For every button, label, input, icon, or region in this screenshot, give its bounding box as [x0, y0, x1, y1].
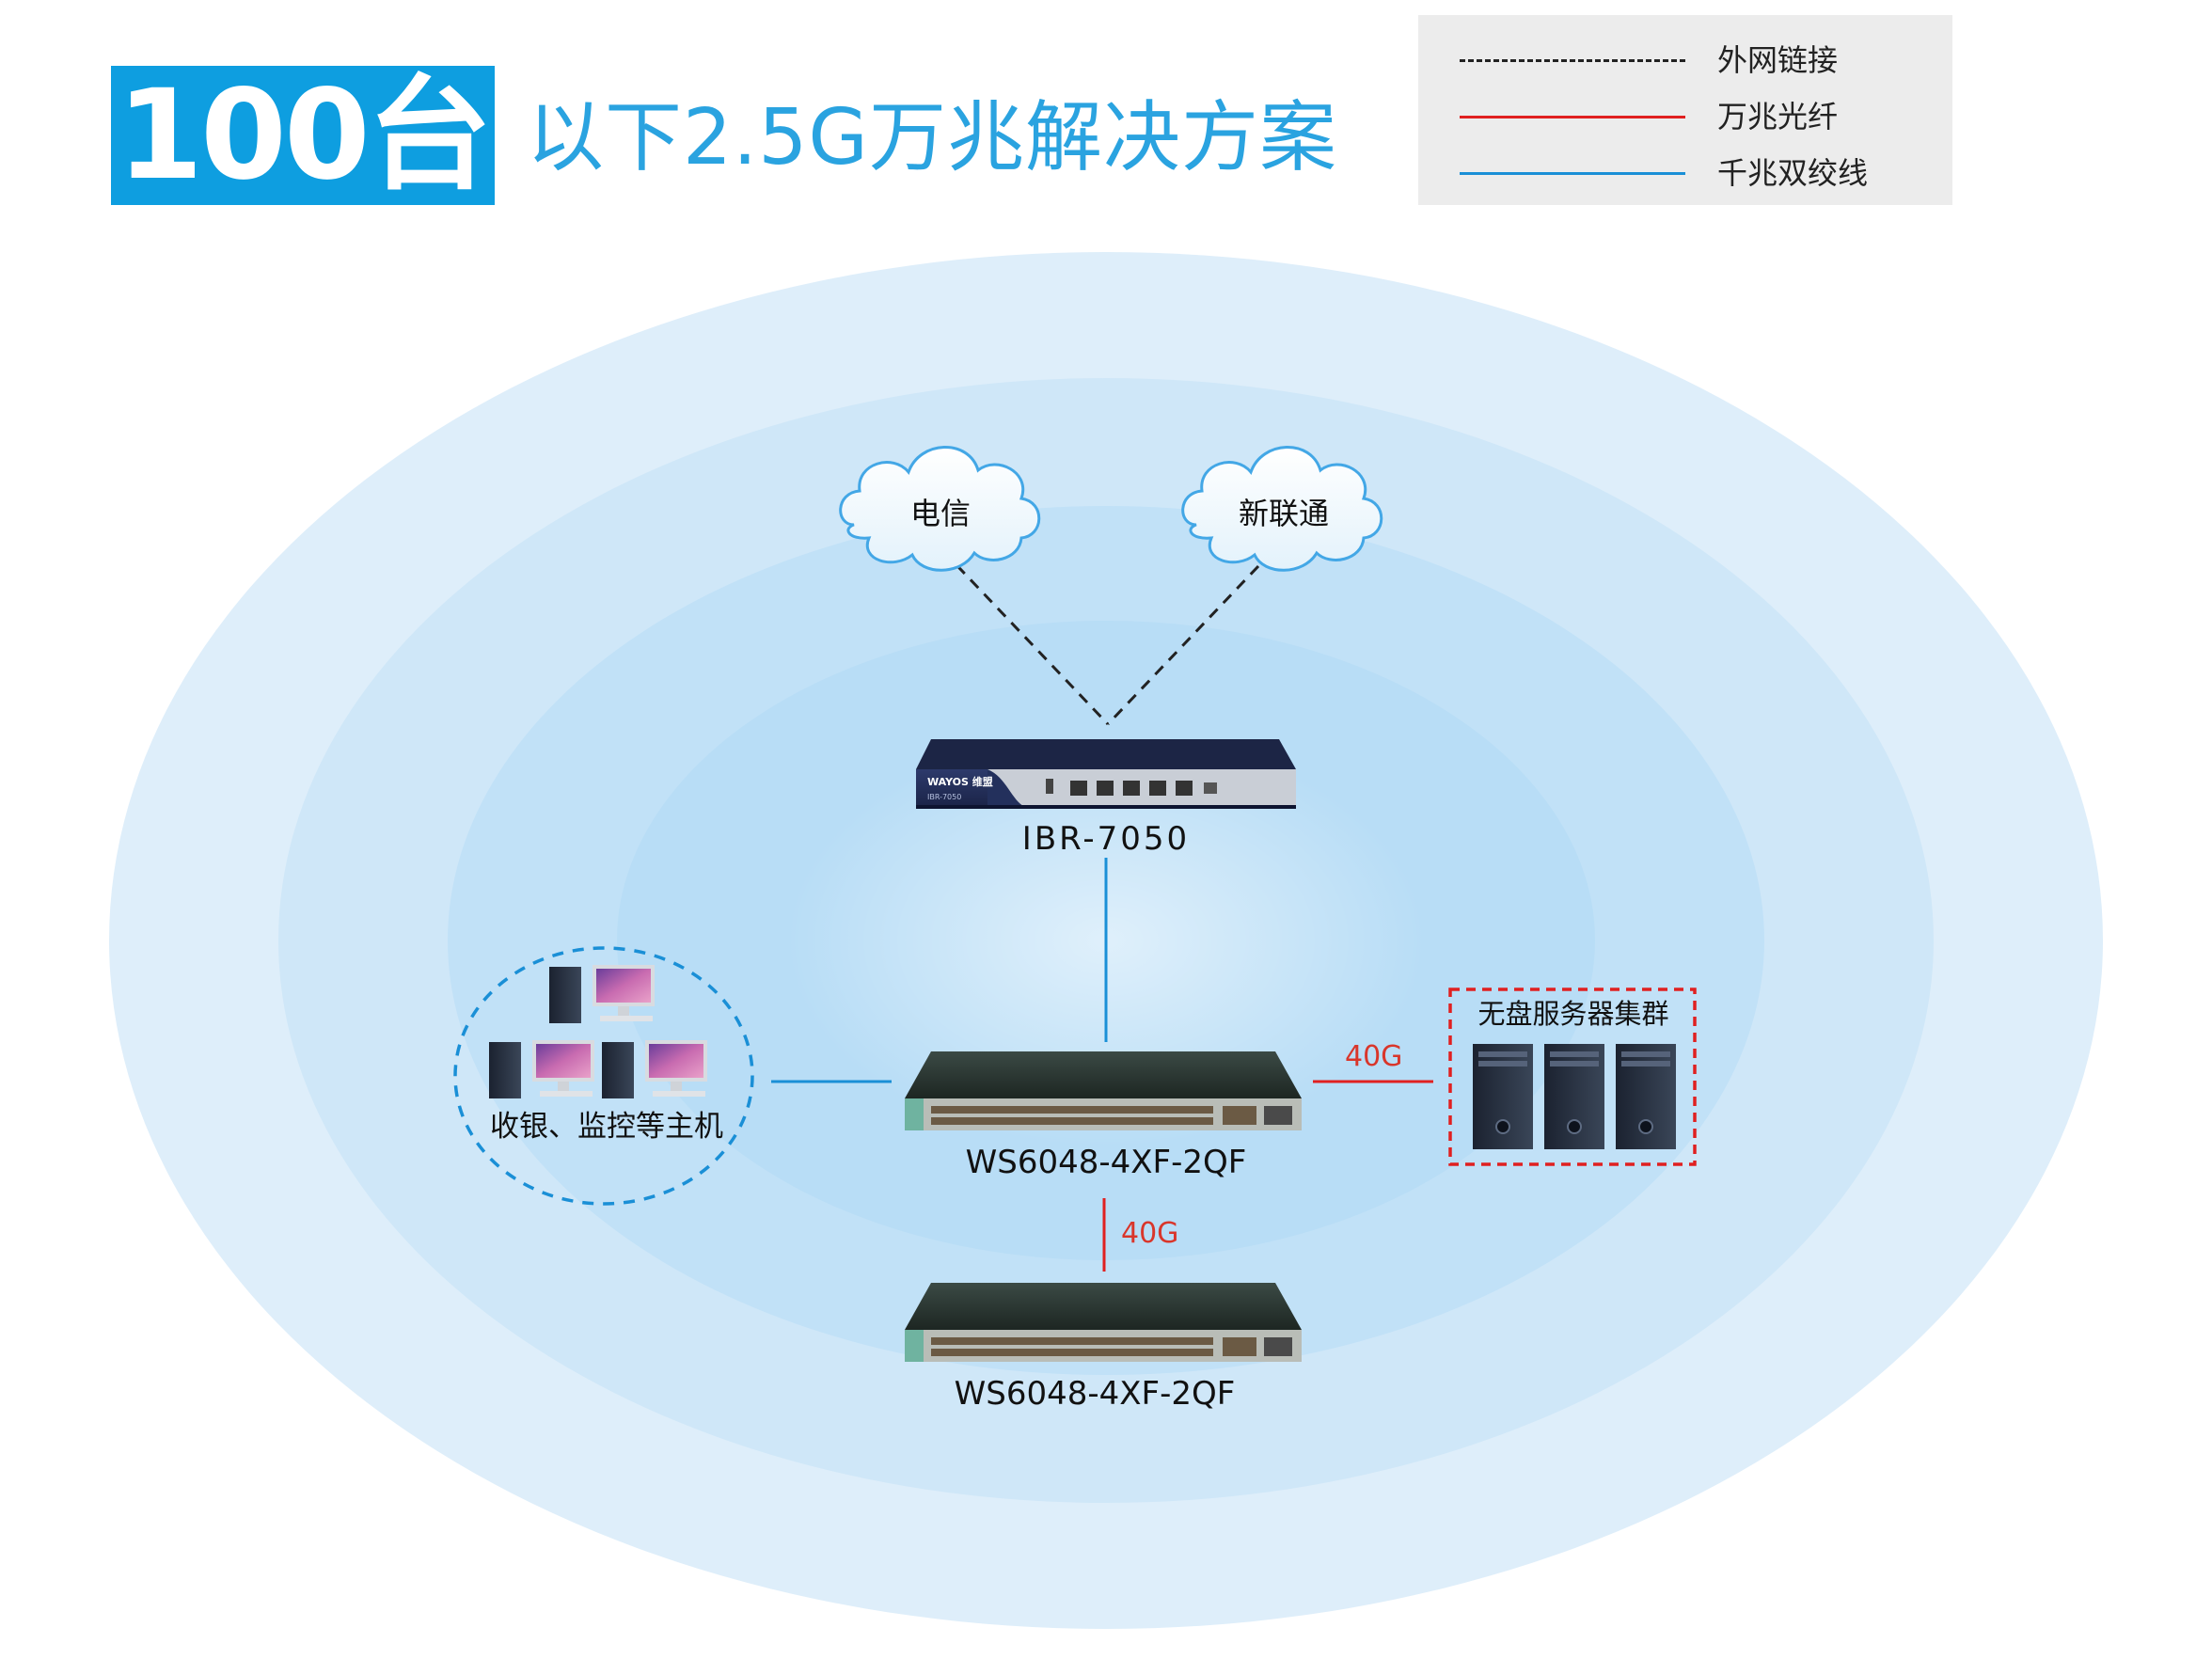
legend-label: 万兆光纤 — [1717, 99, 1839, 134]
cloud-icon-telecom — [839, 446, 1041, 572]
legend: 外网链接 万兆光纤 千兆双绞线 — [1418, 15, 1952, 205]
access-switch-label: WS6048-4XF-2QF — [954, 1375, 1236, 1413]
dashed-line-swatch — [1460, 59, 1685, 62]
legend-label: 千兆双绞线 — [1717, 155, 1869, 191]
computer-icon-3 — [602, 1040, 707, 1098]
page-title: 以下2.5G万兆解决方案 — [527, 93, 1337, 182]
red-line-swatch — [1460, 116, 1685, 118]
router-label: IBR-7050 — [1021, 820, 1191, 858]
router-device: WAYOS 维盟 IBR-7050 — [916, 739, 1296, 809]
wan-links — [941, 549, 1260, 726]
legend-item-wan: 外网链接 — [1418, 32, 1952, 88]
legend-item-copper: 千兆双绞线 — [1418, 145, 1952, 201]
speed-label-core-access: 40G — [1121, 1217, 1179, 1250]
router-panel-model: IBR-7050 — [927, 793, 961, 801]
server-icon-3 — [1616, 1044, 1676, 1149]
speed-label-core-servers: 40G — [1345, 1040, 1403, 1073]
server-icon-2 — [1544, 1044, 1604, 1149]
servers-group-outline — [1448, 988, 1697, 1166]
legend-item-fiber: 万兆光纤 — [1418, 88, 1952, 145]
blue-line-swatch — [1460, 172, 1685, 175]
access-switch-device — [905, 1283, 1302, 1362]
hosts-label: 收银、监控等主机 — [490, 1110, 723, 1144]
server-icon-1 — [1473, 1044, 1533, 1149]
cloud-label-telecom: 电信 — [909, 496, 971, 531]
cloud-icon-unicom — [1181, 446, 1383, 572]
title-badge: 100台 — [111, 66, 495, 205]
computer-icon-2 — [489, 1040, 594, 1098]
legend-label: 外网链接 — [1717, 42, 1839, 78]
hosts-group-outline — [453, 946, 754, 1206]
core-switch-device — [905, 1051, 1302, 1130]
core-switch-label: WS6048-4XF-2QF — [965, 1144, 1247, 1181]
computer-icon-1 — [549, 965, 655, 1023]
router-brand: WAYOS 维盟 — [927, 775, 993, 788]
cloud-label-unicom: 新联通 — [1238, 496, 1329, 531]
servers-label: 无盘服务器集群 — [1477, 998, 1669, 1030]
